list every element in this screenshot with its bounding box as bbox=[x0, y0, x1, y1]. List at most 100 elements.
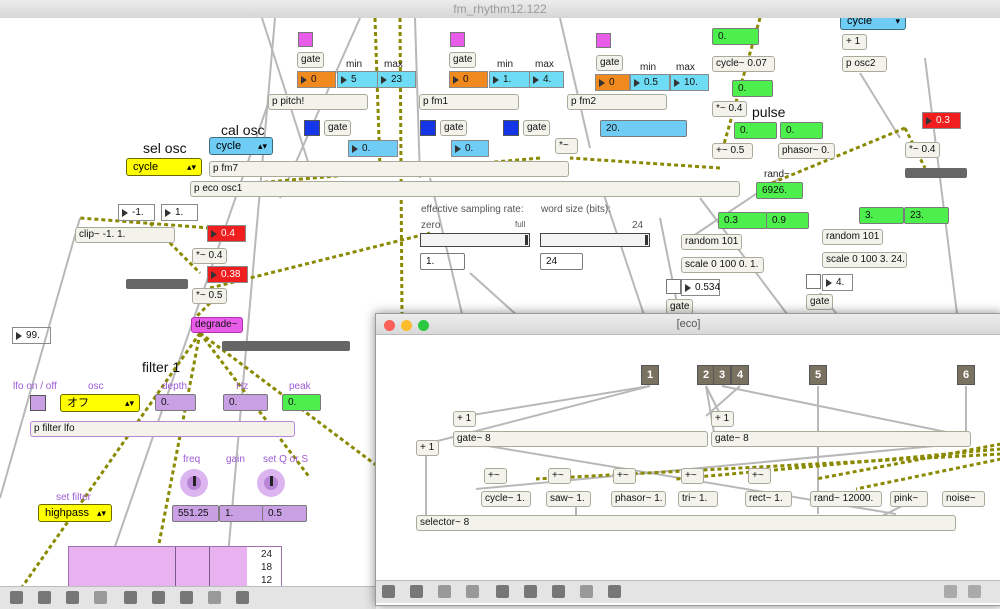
plus-1-top[interactable]: + 1 bbox=[842, 34, 867, 50]
mul-star[interactable]: *~ bbox=[555, 138, 578, 154]
bang-fm1[interactable] bbox=[450, 32, 465, 47]
mul-04-a[interactable]: *~ 0.4 bbox=[712, 101, 747, 117]
number-plus1[interactable]: 1. bbox=[161, 204, 198, 221]
pulse-number-1[interactable]: 0. bbox=[734, 122, 777, 139]
audio-icon[interactable] bbox=[608, 585, 621, 598]
toggle-grid-icon[interactable] bbox=[438, 585, 451, 598]
eco-plus-1-b[interactable]: + 1 bbox=[711, 411, 734, 427]
eco-inlet-1[interactable]: 1 bbox=[641, 365, 659, 385]
fm1-min[interactable]: 1. bbox=[489, 71, 531, 88]
grid-icon[interactable] bbox=[580, 585, 593, 598]
eco-inlet-3[interactable]: 3 bbox=[713, 365, 731, 385]
info-icon[interactable] bbox=[152, 591, 165, 604]
eco-rand[interactable]: rand~ 12000. bbox=[810, 491, 882, 507]
inspector-icon[interactable] bbox=[124, 591, 137, 604]
bits-slider[interactable] bbox=[540, 233, 650, 247]
clip[interactable]: clip~ -1. 1. bbox=[75, 227, 175, 243]
p-fm7[interactable]: p fm7 bbox=[209, 161, 569, 177]
eco-plus-1-a[interactable]: + 1 bbox=[453, 411, 476, 427]
eco-window[interactable]: [eco] 1 2 3 4 5 6 + 1 + 1 + 1 bbox=[375, 313, 1000, 606]
eco-tri[interactable]: tri~ 1. bbox=[678, 491, 718, 507]
red-number-2[interactable]: 0.4 bbox=[207, 225, 246, 242]
menu-sel-osc[interactable]: cycle▴▾ bbox=[126, 158, 202, 176]
eco-cycle[interactable]: cycle~ 1. bbox=[481, 491, 531, 507]
green-number-23[interactable]: 23. bbox=[904, 207, 949, 224]
grid-icon[interactable] bbox=[208, 591, 221, 604]
eco-plus-tilde-4[interactable]: +~ bbox=[681, 468, 704, 484]
freq-number[interactable]: 551.25 bbox=[172, 505, 219, 522]
number-99[interactable]: 99. bbox=[12, 327, 51, 344]
fm1-number[interactable]: 0 bbox=[449, 71, 488, 88]
presentation-icon[interactable] bbox=[410, 585, 423, 598]
menu-lfo-osc[interactable]: オフ▴▾ bbox=[60, 394, 140, 412]
phasor-0[interactable]: phasor~ 0. bbox=[778, 143, 835, 159]
eco-pink[interactable]: pink~ bbox=[890, 491, 928, 507]
scale-a[interactable]: scale 0 100 0. 1. bbox=[681, 257, 764, 273]
bang-b[interactable] bbox=[806, 274, 821, 289]
number-0534[interactable]: 0.534 bbox=[681, 279, 720, 296]
freq-dial-icon[interactable] bbox=[180, 469, 208, 497]
toggle-blue-2[interactable] bbox=[420, 120, 436, 136]
green-number-03[interactable]: 0.3 bbox=[718, 212, 767, 229]
close-button-icon[interactable] bbox=[384, 320, 395, 331]
rate-number[interactable]: 1. bbox=[420, 253, 465, 270]
eco-plus-tilde-5[interactable]: +~ bbox=[748, 468, 771, 484]
peak-number[interactable]: 0. bbox=[282, 394, 321, 411]
hz-number[interactable]: 0. bbox=[223, 394, 268, 411]
audio-icon[interactable] bbox=[236, 591, 249, 604]
lock-icon[interactable] bbox=[10, 591, 23, 604]
number-blue-2[interactable]: 0. bbox=[451, 140, 489, 157]
number-blue-3[interactable]: 20. bbox=[600, 120, 687, 137]
fm2-max[interactable]: 10. bbox=[670, 74, 709, 91]
number-green-top[interactable]: 0. bbox=[712, 28, 759, 45]
path-icon[interactable] bbox=[552, 585, 565, 598]
fm1-max[interactable]: 4. bbox=[529, 71, 564, 88]
gate-blue-3[interactable]: gate bbox=[523, 120, 550, 136]
zoom-icon[interactable] bbox=[968, 585, 981, 598]
pulse-number-2[interactable]: 0. bbox=[780, 122, 823, 139]
eco-plus-tilde-1[interactable]: +~ bbox=[484, 468, 507, 484]
number-minus1[interactable]: -1. bbox=[118, 204, 155, 221]
eco-inlet-5[interactable]: 5 bbox=[809, 365, 827, 385]
fm2-number[interactable]: 0 bbox=[595, 74, 630, 91]
pitch-number[interactable]: 0 bbox=[297, 71, 336, 88]
red-number-1[interactable]: 0.3 bbox=[922, 112, 961, 129]
bits-number[interactable]: 24 bbox=[540, 253, 583, 270]
lock-icon[interactable] bbox=[382, 585, 395, 598]
eco-noise[interactable]: noise~ bbox=[942, 491, 985, 507]
info-icon[interactable] bbox=[524, 585, 537, 598]
mul-04-c[interactable]: *~ 0.4 bbox=[192, 248, 227, 264]
gain-number[interactable]: 1. bbox=[219, 505, 264, 522]
filter-graph[interactable]: 24 18 12 bbox=[68, 546, 282, 590]
debug-icon[interactable] bbox=[466, 585, 479, 598]
eco-plus-tilde-2[interactable]: +~ bbox=[548, 468, 571, 484]
plus-05[interactable]: +~ 0.5 bbox=[712, 143, 753, 159]
menu-cal-osc[interactable]: cycle▴▾ bbox=[209, 137, 273, 155]
gate-fm2[interactable]: gate bbox=[596, 55, 623, 71]
toggle-blue-3[interactable] bbox=[503, 120, 519, 136]
eco-phasor[interactable]: phasor~ 1. bbox=[611, 491, 666, 507]
eco-inlet-6[interactable]: 6 bbox=[957, 365, 975, 385]
inspector-icon[interactable] bbox=[496, 585, 509, 598]
resize-icon[interactable] bbox=[944, 585, 957, 598]
scale-b[interactable]: scale 0 100 3. 24. bbox=[822, 252, 907, 268]
mul-05[interactable]: *~ 0.5 bbox=[192, 288, 227, 304]
minimize-button-icon[interactable] bbox=[401, 320, 412, 331]
patcher-canvas[interactable]: gate min max 0 5 23 p pitch! gate min ma… bbox=[0, 18, 1000, 590]
lfo-toggle[interactable] bbox=[30, 395, 46, 411]
toggle-blue-1[interactable] bbox=[304, 120, 320, 136]
green-number-09[interactable]: 0.9 bbox=[766, 212, 809, 229]
rate-slider[interactable] bbox=[420, 233, 530, 247]
toggle-grid-icon[interactable] bbox=[66, 591, 79, 604]
eco-gate-8-a[interactable]: gate~ 8 bbox=[453, 431, 708, 447]
p-fm2[interactable]: p fm2 bbox=[567, 94, 667, 110]
random-101-a[interactable]: random 101 bbox=[681, 234, 742, 250]
gate-random-b[interactable]: gate bbox=[806, 294, 833, 310]
number-4[interactable]: 4. bbox=[822, 274, 853, 291]
p-filter-lfo[interactable]: p filter lfo bbox=[30, 421, 295, 437]
menu-top-right[interactable]: cycle▾ bbox=[840, 18, 906, 30]
eco-inlet-4[interactable]: 4 bbox=[731, 365, 749, 385]
fm2-min[interactable]: 0.5 bbox=[630, 74, 670, 91]
eco-gate-8-b[interactable]: gate~ 8 bbox=[711, 431, 971, 447]
number-blue-1[interactable]: 0. bbox=[348, 140, 398, 157]
